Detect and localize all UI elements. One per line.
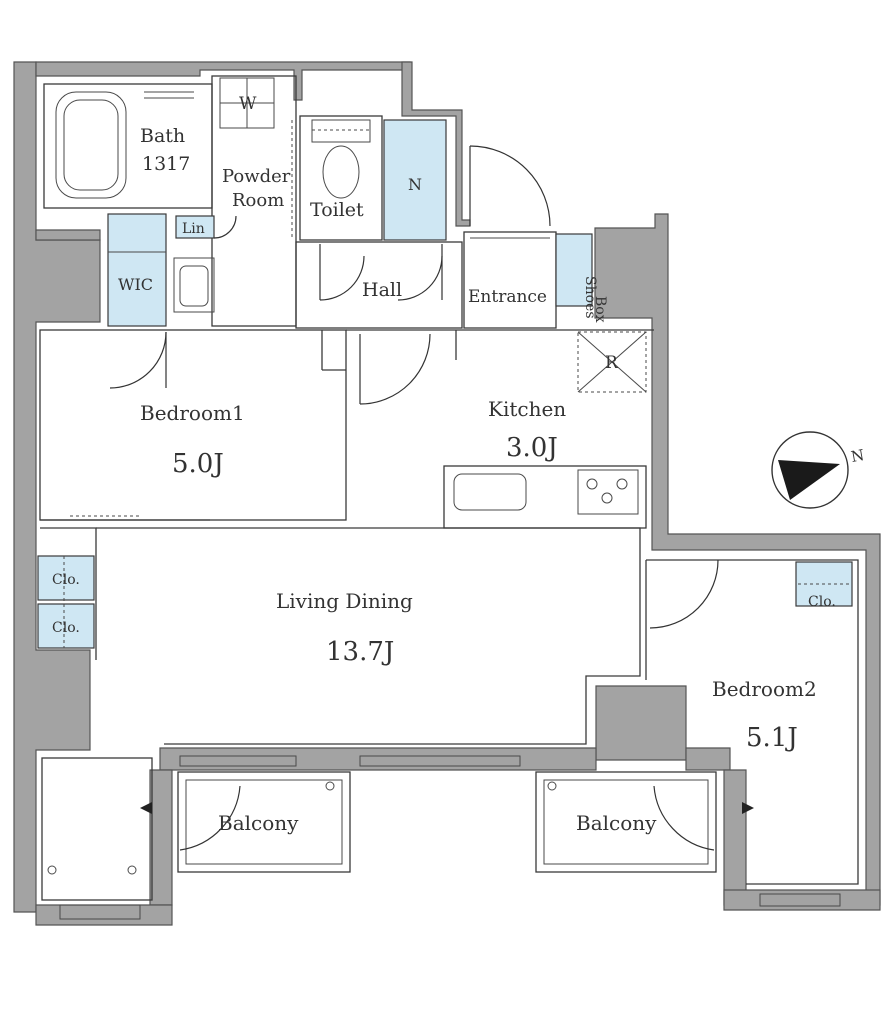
closet-label-1: Clo. [52,572,80,588]
entrance-label: Entrance [468,287,547,307]
closet-label-2: Clo. [52,620,80,636]
interior-walls [37,75,859,920]
powder-room-label-2: Room [232,190,284,211]
toilet-label: Toilet [310,199,364,221]
exterior-walls [13,61,881,926]
compass-label: N [850,446,866,466]
hall-label: Hall [362,279,402,301]
washer-label: W [239,94,257,114]
living-dining-size-label: 13.7J [326,637,394,667]
closet-label-3: Clo. [808,594,836,610]
kitchen-size-label: 3.0J [506,433,558,463]
balcony-right-label: Balcony [576,811,657,835]
compass-icon [771,431,849,509]
linen-label: Lin [182,221,205,237]
storage-n-label: N [408,175,422,194]
bedroom2-label: Bedroom2 [712,677,817,701]
living-dining-label: Living Dining [276,589,413,613]
bedroom1-size-label: 5.0J [172,449,224,479]
bedroom1-label: Bedroom1 [140,401,245,425]
fridge-label: R [605,353,619,373]
kitchen-label: Kitchen [488,397,566,421]
bedroom2-size-label: 5.1J [746,723,798,753]
balcony-left-label: Balcony [218,811,299,835]
room-labels: Bath 1317 W Powder Room Toilet N Lin WIC… [52,94,836,835]
shoes-box-label-1: Shoes [582,276,598,319]
wic-label: WIC [118,275,153,294]
bath-label: Bath [140,125,185,147]
powder-room-label-1: Powder [222,166,291,187]
bath-size-label: 1317 [142,153,190,175]
shoes-box-label-2: Box [592,296,608,323]
